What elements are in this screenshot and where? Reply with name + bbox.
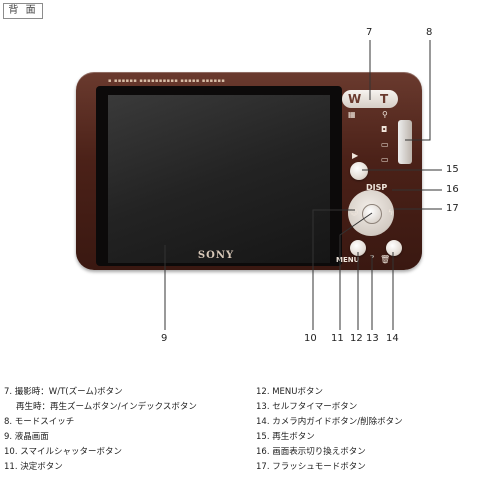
callout-15: 15 <box>446 164 459 175</box>
playback-icon: ▶ <box>352 151 359 160</box>
legend-item: 11. 決定ボタン <box>4 462 63 472</box>
callout-14: 14 <box>386 333 399 344</box>
smile-icon: ☺ <box>350 208 359 217</box>
movie-mode-icon: ▭ <box>381 140 389 149</box>
legend-item: 再生時：再生ズームボタン/インデックスボタン <box>16 402 197 412</box>
leader-11 <box>339 212 373 330</box>
brand-logo: SONY <box>197 250 235 261</box>
panorama-mode-icon: ▭ <box>381 155 389 164</box>
legend-right: 12. MENUボタン 13. セルフタイマーボタン 14. カメラ内ガイドボタ… <box>256 385 403 475</box>
legend-item: 12. MENUボタン <box>256 387 324 397</box>
legend-item: 8. モードスイッチ <box>4 417 75 427</box>
legend-item: 15. 再生ボタン <box>256 432 315 442</box>
leader-10 <box>312 209 355 330</box>
mode-switch <box>398 120 412 164</box>
center-button <box>362 204 382 224</box>
callout-17: 17 <box>446 203 459 214</box>
legend-item: 10. スマイルシャッターボタン <box>4 447 122 457</box>
callout-9: 9 <box>161 333 168 344</box>
zoom-t-label: T <box>380 92 389 106</box>
flash-icon: ϟ <box>388 208 394 217</box>
legend-item: 13. セルフタイマーボタン <box>256 402 358 412</box>
callout-13: 13 <box>366 333 379 344</box>
camera-top-print: ▪ ▪▪▪▪▪▪ ▪▪▪▪▪▪▪▪▪▪ ▪▪▪▪▪ ▪▪▪▪▪▪ <box>108 78 226 84</box>
legend-item: 14. カメラ内ガイドボタン/削除ボタン <box>256 417 403 427</box>
zoom-w-label: W <box>348 92 362 106</box>
legend-item: 17. フラッシュモードボタン <box>256 462 366 472</box>
callout-10: 10 <box>304 333 317 344</box>
legend-item: 16. 画面表示切り換えボタン <box>256 447 366 457</box>
legend-item: 9. 液晶画面 <box>4 432 49 442</box>
callout-8: 8 <box>426 27 433 38</box>
menu-button <box>350 240 366 256</box>
playback-button <box>350 162 368 180</box>
guide-delete-button <box>386 240 402 256</box>
leader-8 <box>405 40 431 141</box>
trash-icon: 🗑 <box>380 255 391 264</box>
legend-left: 7. 撮影時：W/T(ズーム)ボタン 再生時：再生ズームボタン/インデックスボタ… <box>4 385 197 475</box>
callout-12: 12 <box>350 333 363 344</box>
callout-11: 11 <box>331 333 344 344</box>
magnifier-icon: ⚲ <box>382 110 388 119</box>
menu-label: MENU <box>336 256 360 264</box>
camera-mode-icon: ◘ <box>381 125 388 134</box>
callout-16: 16 <box>446 184 459 195</box>
index-icon: ▦ <box>348 110 356 119</box>
legend-item: 7. 撮影時：W/T(ズーム)ボタン <box>4 387 123 397</box>
disp-label: DISP <box>366 183 388 192</box>
callout-7: 7 <box>366 27 373 38</box>
lcd-screen <box>108 95 330 263</box>
view-tag: 背 面 <box>3 3 43 19</box>
